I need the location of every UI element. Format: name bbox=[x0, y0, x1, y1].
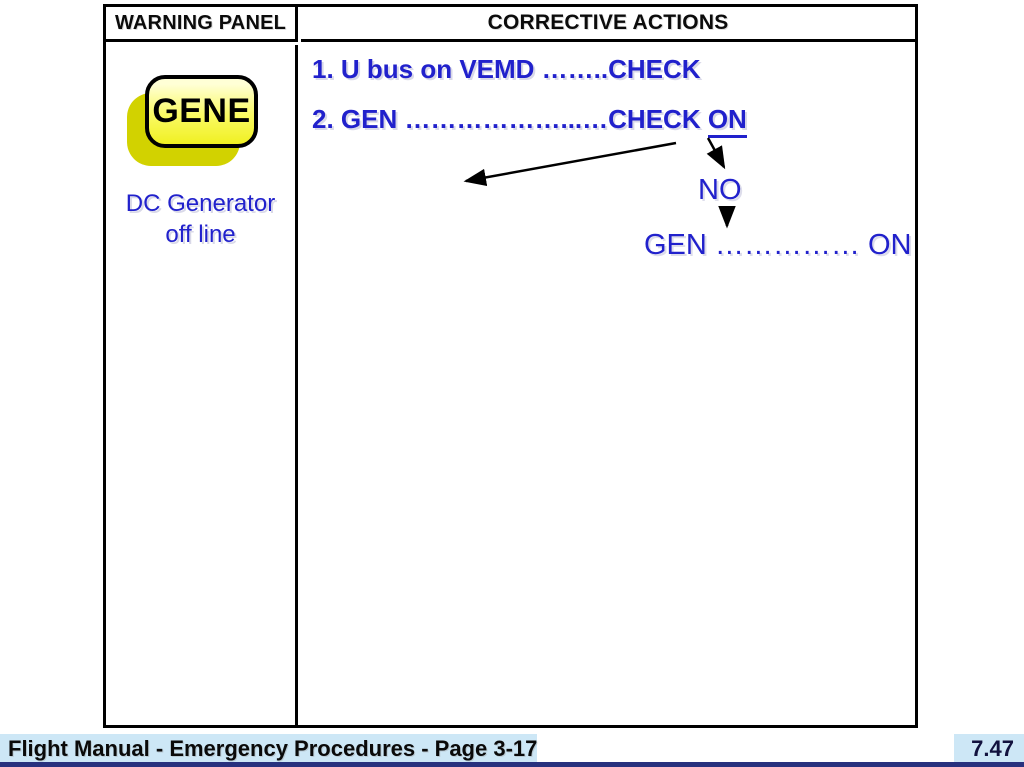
corrective-actions-header-label: CORRECTIVE ACTIONS bbox=[487, 11, 729, 34]
procedure-table: WARNING PANEL CORRECTIVE ACTIONS GENE DC… bbox=[103, 4, 918, 728]
arrow-down-right-to-no-icon bbox=[706, 137, 726, 170]
warning-panel-header-label: WARNING PANEL bbox=[114, 11, 287, 34]
corrective-actions-cell: 1. U bus on VEMD ……..CHECK 2. GEN ………………… bbox=[301, 45, 915, 725]
bottom-strip bbox=[0, 762, 1024, 767]
gene-indicator-label: GENE bbox=[152, 92, 251, 130]
footer-title: Flight Manual - Emergency Procedures - P… bbox=[8, 735, 538, 761]
warning-caption: DC Generator off line bbox=[106, 188, 295, 250]
page-number: 7.47 bbox=[971, 735, 1014, 761]
gene-indicator-light: GENE bbox=[145, 75, 258, 148]
corrective-actions-header-cell: CORRECTIVE ACTIONS bbox=[301, 7, 915, 42]
warning-caption-line1: DC Generator bbox=[125, 190, 276, 217]
footer-bar: Flight Manual - Emergency Procedures - P… bbox=[0, 734, 537, 763]
arrow-down-left-from-check-icon bbox=[463, 141, 677, 187]
warning-panel-cell: GENE DC Generator off line bbox=[106, 45, 298, 725]
step-2-prefix: 2. GEN ………………...…CHECK bbox=[312, 104, 708, 134]
branch-no-label: NO bbox=[698, 174, 742, 206]
step-2-text: 2. GEN ………………...…CHECK ON bbox=[312, 104, 747, 138]
warning-panel-header-cell: WARNING PANEL bbox=[106, 7, 298, 42]
step-1-text: 1. U bus on VEMD ……..CHECK bbox=[312, 54, 701, 84]
warning-caption-line2: off line bbox=[165, 221, 236, 248]
branch-action-text: GEN …………… ON bbox=[644, 229, 912, 261]
page-number-box: 7.47 bbox=[954, 734, 1024, 763]
step-2-underlined-on: ON bbox=[707, 104, 747, 138]
